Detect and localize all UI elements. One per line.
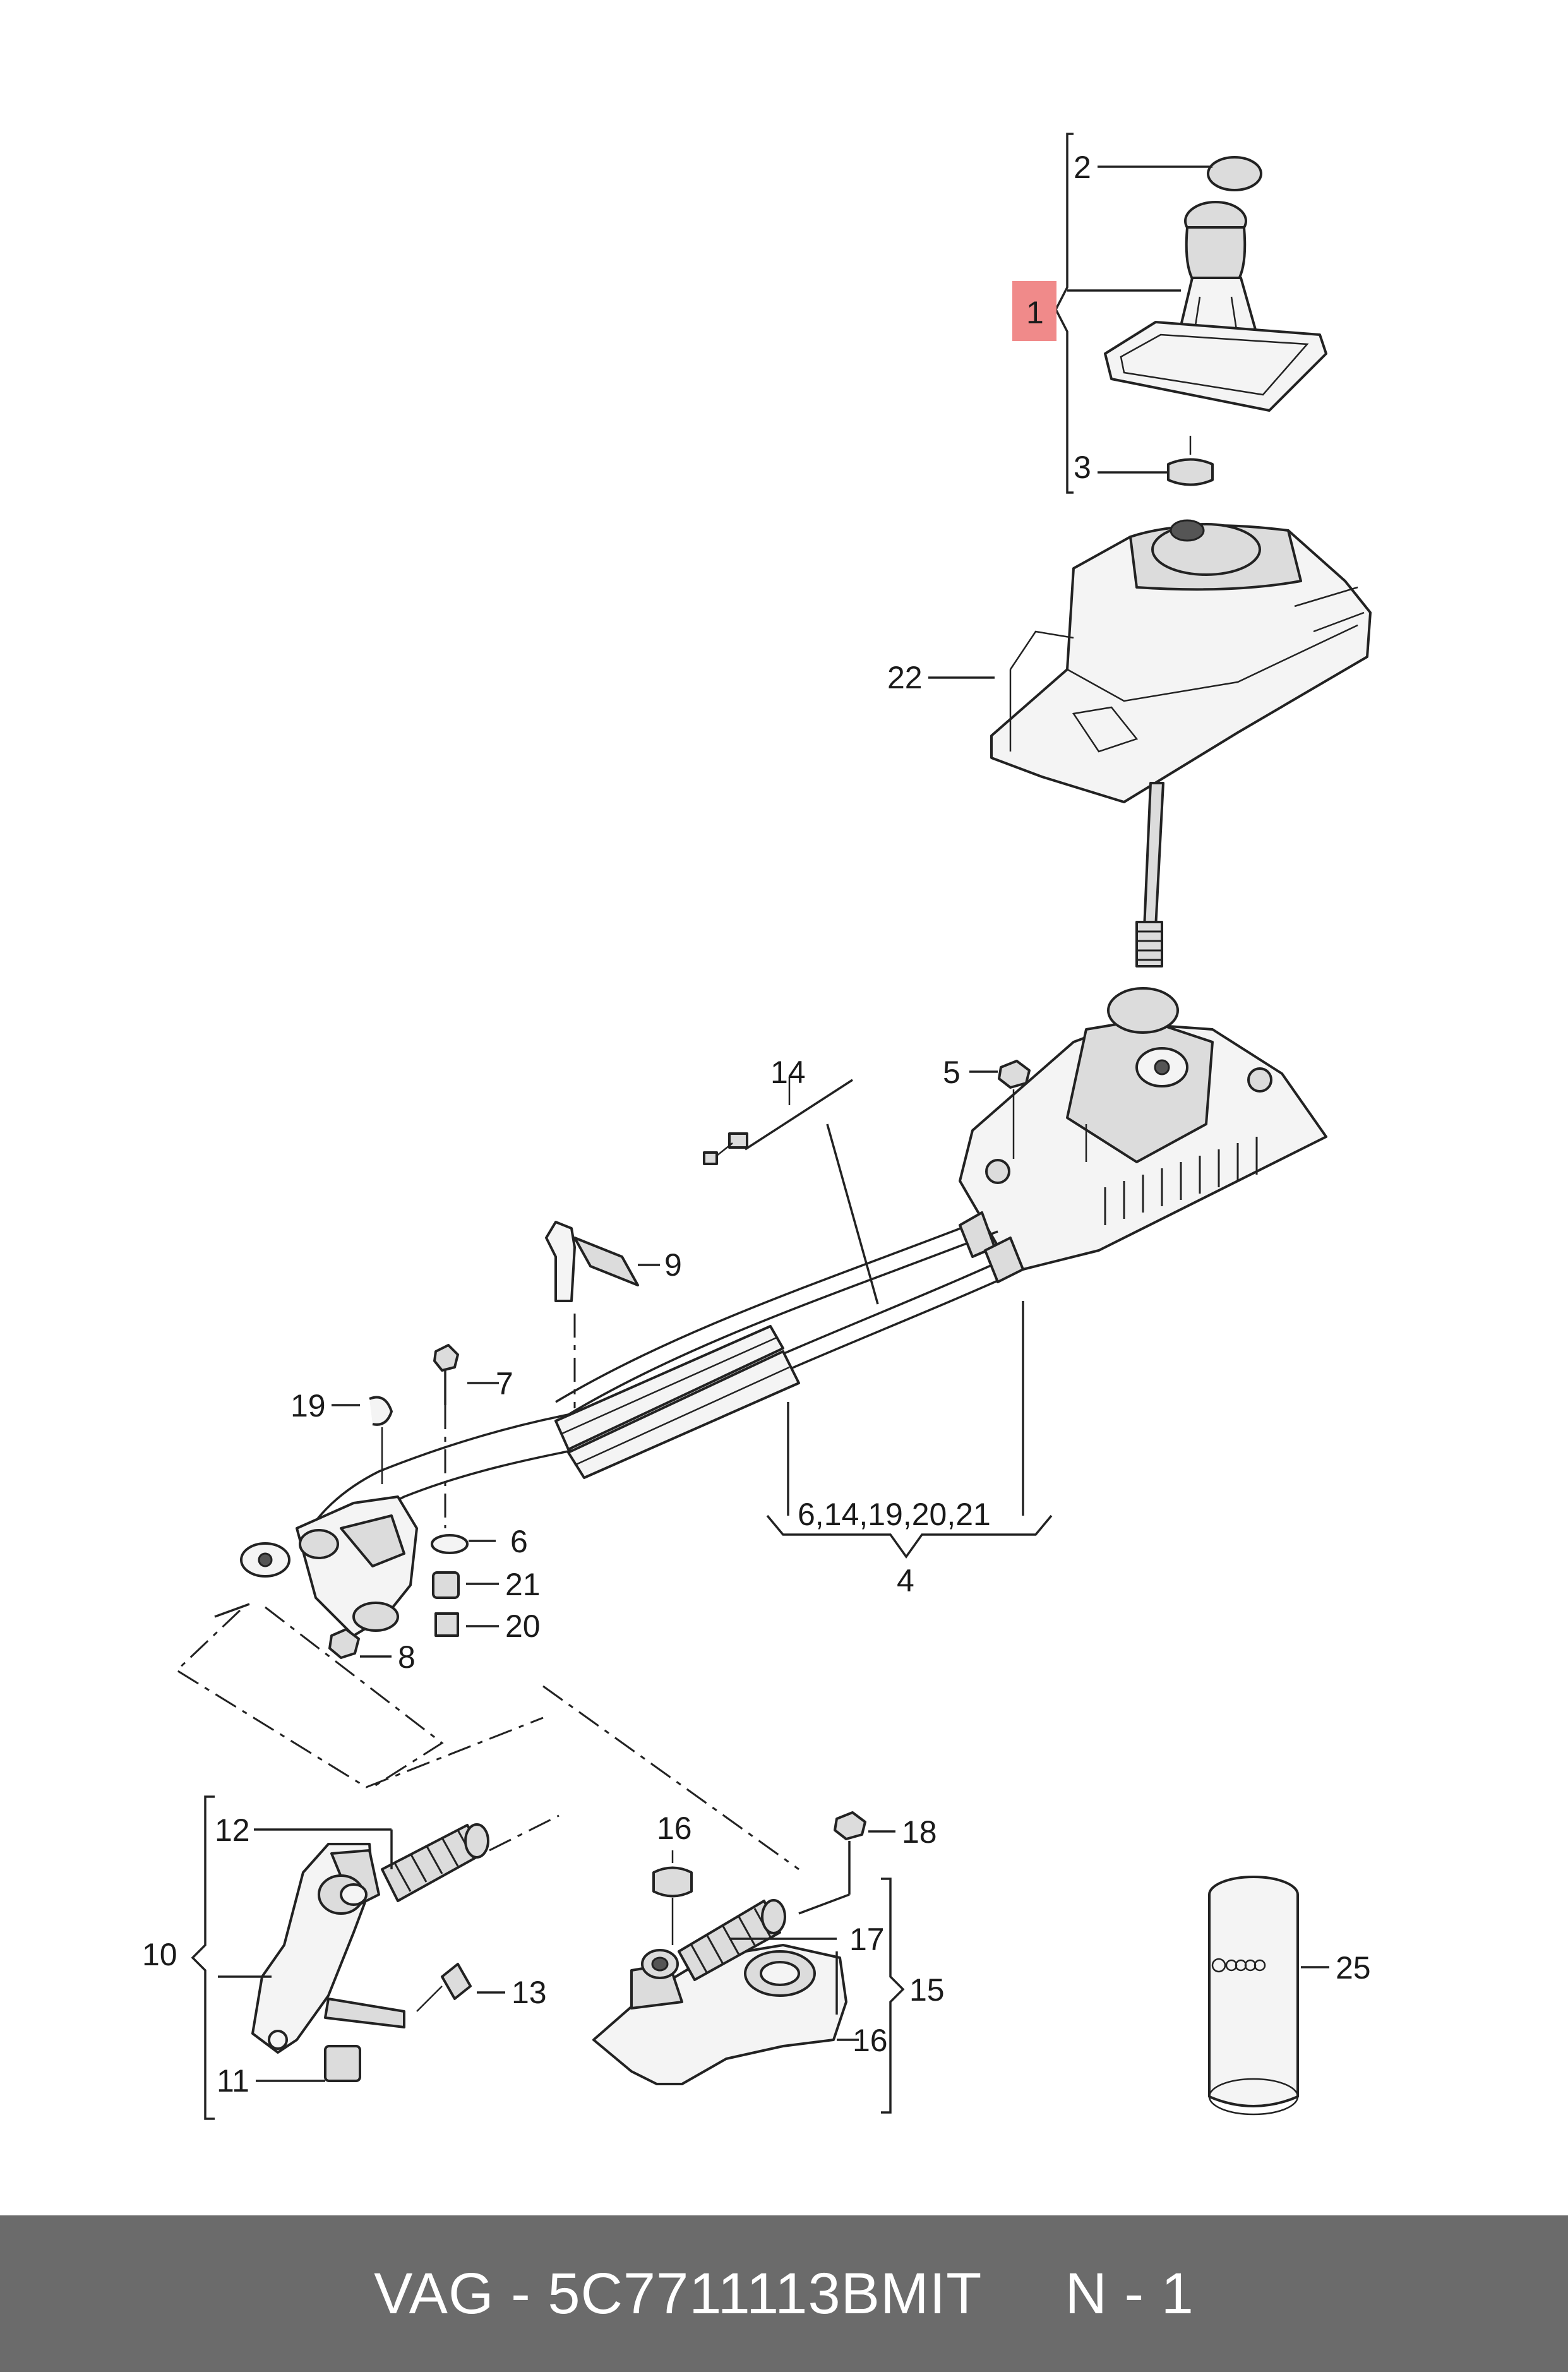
lever-assembly-15 xyxy=(592,1811,905,2114)
callout-20: 20 xyxy=(505,1608,541,1644)
callout-12: 12 xyxy=(215,1812,250,1848)
shift-mechanism-base xyxy=(959,987,1327,1271)
part-number-text: VAG - 5C7711113BMIT N - 1 xyxy=(374,2261,1194,2326)
dash-connections xyxy=(175,1603,799,1871)
callout-22: 22 xyxy=(887,660,923,695)
callout-10: 10 xyxy=(142,1937,177,1972)
callout-1: 1 xyxy=(1026,295,1044,330)
callout-19: 19 xyxy=(290,1388,326,1423)
gear-knob-boot-assembly xyxy=(1012,133,1327,494)
callout-3: 3 xyxy=(1074,450,1091,485)
cable-tie xyxy=(703,1077,879,1305)
lever-assembly-10 xyxy=(191,1795,505,2120)
part-25 xyxy=(1208,1876,1329,2116)
callout-16-top: 16 xyxy=(657,1811,692,1846)
callout-11: 11 xyxy=(217,2063,249,2099)
callout-labels: 2 1 3 22 14 5 9 7 19 6 21 20 8 6,14,19,2… xyxy=(142,150,1371,2099)
callout-2: 2 xyxy=(1074,150,1091,185)
callout-21: 21 xyxy=(505,1567,541,1602)
callout-13: 13 xyxy=(512,1975,547,2010)
shift-cables xyxy=(302,1211,1024,1567)
callout-9: 9 xyxy=(664,1247,682,1283)
bracket-9 xyxy=(545,1221,660,1408)
callout-7: 7 xyxy=(496,1366,513,1401)
highlight-box xyxy=(1012,281,1056,341)
callout-17: 17 xyxy=(849,1922,885,1957)
callout-15: 15 xyxy=(909,1972,945,2008)
callout-6: 6 xyxy=(510,1524,528,1559)
callout-4: 4 xyxy=(897,1563,914,1598)
callout-14: 14 xyxy=(770,1055,806,1090)
parts-diagram: 2 1 3 22 14 5 9 7 19 6 21 20 8 6,14,19,2… xyxy=(142,133,1372,2120)
part-number-footer: VAG - 5C7711113BMIT N - 1 xyxy=(0,2215,1568,2372)
callout-25: 25 xyxy=(1336,1950,1371,1986)
cable-end-bracket xyxy=(240,1344,499,1659)
callout-8: 8 xyxy=(398,1639,416,1675)
callout-16-bottom: 16 xyxy=(853,2023,888,2058)
callout-18: 18 xyxy=(902,1814,937,1850)
selector-housing xyxy=(928,519,1372,967)
group-4-bracket xyxy=(766,1301,1053,1559)
callout-5: 5 xyxy=(943,1055,961,1090)
callout-group-4: 6,14,19,20,21 xyxy=(798,1497,991,1532)
